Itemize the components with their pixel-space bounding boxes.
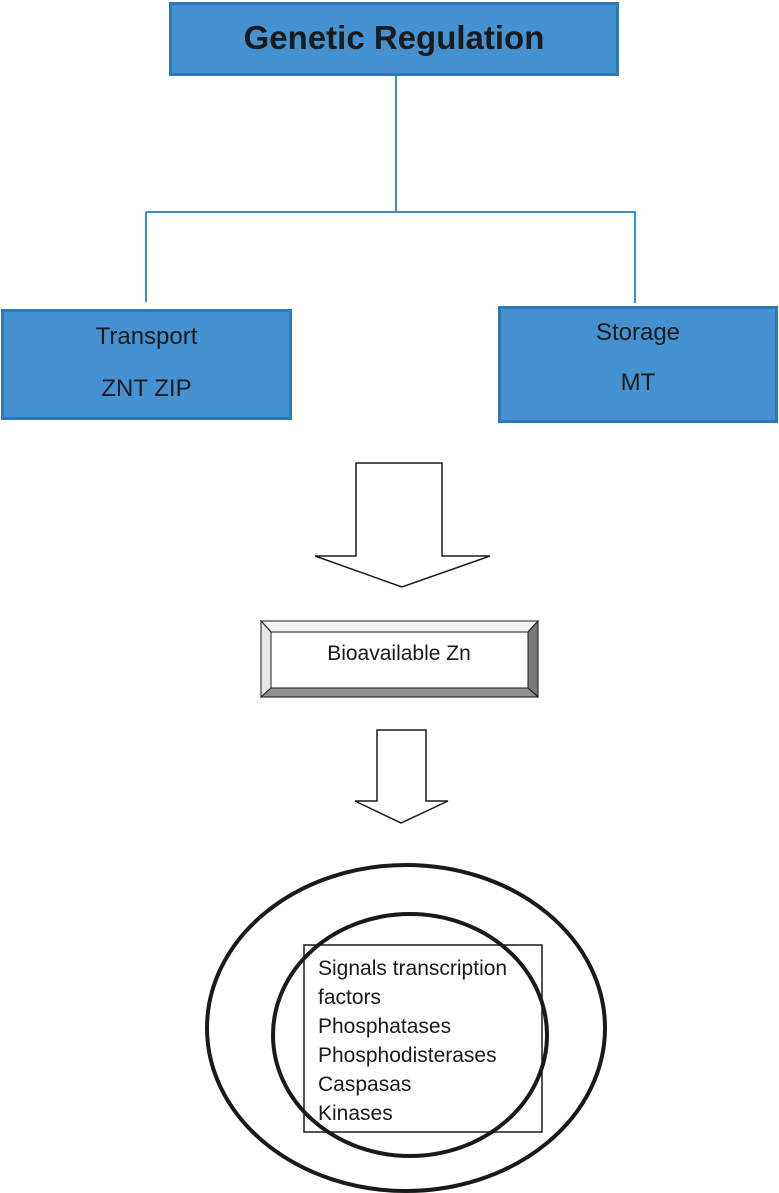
genetic-regulation-box: Genetic Regulation	[169, 2, 619, 76]
down-arrow-large	[314, 462, 491, 588]
list-item: Caspasas	[318, 1073, 412, 1096]
down-arrow-small	[354, 729, 449, 824]
outer-ellipse	[205, 863, 607, 1193]
list-item: Phosphatases	[318, 1015, 452, 1038]
transport-label: Transport	[95, 323, 198, 350]
storage-members: MT	[620, 369, 656, 396]
bioavailable-zn-label: Bioavailable Zn	[327, 642, 471, 665]
list-item: Phosphodisterases	[318, 1044, 497, 1067]
targets-frame	[303, 944, 543, 1133]
list-item: factors	[318, 986, 382, 1009]
storage-box: Storage MT	[498, 306, 778, 423]
zinc-targets-list: Signals transcription factors Phosphatas…	[318, 954, 548, 1128]
list-item: Kinases	[318, 1102, 393, 1125]
storage-label: Storage	[595, 319, 681, 346]
bioavailable-frame	[259, 619, 540, 699]
transport-box: Transport ZNT ZIP	[1, 309, 292, 420]
genetic-regulation-title: Genetic Regulation	[243, 19, 545, 56]
list-item: Signals transcription	[318, 957, 508, 980]
inner-ellipse	[271, 912, 549, 1158]
tree-connectors	[145, 76, 636, 303]
transport-members: ZNT ZIP	[101, 375, 192, 402]
